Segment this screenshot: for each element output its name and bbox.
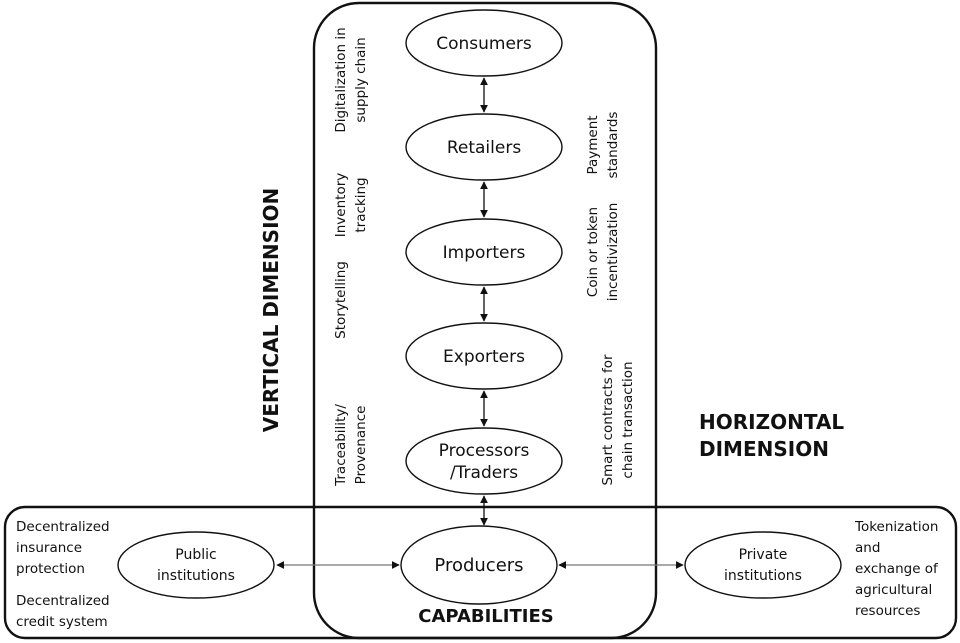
left-capability-credit-line: Decentralized — [16, 593, 110, 609]
node-processors-traders-label: /Traders — [450, 463, 518, 483]
vertical-dimension-heading: VERTICAL DIMENSION — [259, 188, 283, 433]
node-processors-traders[interactable]: Processors/Traders — [405, 427, 563, 495]
node-exporters[interactable]: Exporters — [405, 322, 563, 390]
left-label-storytelling: Storytelling — [333, 261, 349, 339]
right-capability-tokenization-line: Tokenization — [854, 519, 938, 535]
right-capability-tokenization-line: and — [855, 540, 880, 556]
public-institutions-node[interactable]: Public institutions — [117, 531, 275, 599]
left-capability-insurance: Decentralized insurance protection — [16, 519, 110, 577]
node-retailers[interactable]: Retailers — [405, 113, 563, 181]
node-consumers-label: Consumers — [436, 34, 532, 54]
left-label-traceability: Traceability/Provenance — [333, 404, 369, 487]
private-institutions-line1: Private — [739, 547, 788, 563]
capabilities-heading: CAPABILITIES — [418, 606, 553, 627]
public-institutions-line1: Public — [175, 547, 216, 563]
node-retailers-label: Retailers — [447, 138, 521, 158]
left-capability-insurance-line: insurance — [16, 540, 82, 556]
right-capability-tokenization-line: resources — [855, 603, 920, 619]
left-label-inventory-line: tracking — [353, 177, 369, 232]
horizontal-dimension-heading-line2: DIMENSION — [699, 437, 829, 461]
private-institutions-node[interactable]: Private institutions — [684, 531, 842, 599]
chain-nodes: ConsumersRetailersImportersExportersProc… — [405, 9, 563, 495]
node-exporters-label: Exporters — [443, 347, 525, 367]
left-label-inventory-line: Inventory — [333, 173, 349, 237]
producers-node[interactable]: Producers — [400, 525, 558, 605]
left-capability-credit: Decentralized credit system — [16, 593, 110, 630]
right-capability-tokenization-line: agricultural — [855, 582, 932, 598]
right-label-coin-token-line: incentivization — [605, 203, 621, 302]
vertical-dimension-box — [312, 1, 658, 640]
left-label-storytelling-line: Storytelling — [333, 261, 349, 339]
left-label-traceability-line: Traceability/ — [333, 404, 349, 487]
node-importers[interactable]: Importers — [405, 218, 563, 286]
left-label-digitalization-line: supply chain — [353, 37, 369, 122]
left-label-digitalization-line: Digitalization in — [333, 27, 349, 132]
producers-label: Producers — [434, 555, 523, 576]
capability-labels: DecentralizedinsuranceprotectionDecentra… — [16, 519, 939, 630]
left-capability-credit-line: credit system — [16, 614, 108, 630]
right-label-payment-line: standards — [605, 112, 621, 179]
horizontal-dimension-heading-line1: HORIZONTAL — [699, 410, 844, 434]
left-label-traceability-line: Provenance — [353, 406, 369, 485]
node-importers-label: Importers — [443, 243, 526, 263]
right-label-smart-contracts-line: chain transaction — [620, 361, 636, 478]
left-capability-insurance-line: protection — [16, 561, 85, 577]
node-consumers[interactable]: Consumers — [405, 9, 563, 77]
public-institutions-line2: institutions — [157, 568, 235, 584]
right-label-payment-line: Payment — [585, 115, 601, 174]
right-label-coin-token-line: Coin or token — [585, 207, 601, 297]
right-label-smart-contracts-line: Smart contracts for — [600, 354, 616, 486]
right-capability-tokenization-line: exchange of — [855, 561, 939, 577]
node-processors-traders-label: Processors — [439, 441, 530, 461]
right-capability-tokenization: Tokenization and exchange of agricultural re… — [854, 519, 939, 619]
left-capability-insurance-line: Decentralized — [16, 519, 110, 535]
private-institutions-line2: institutions — [724, 568, 802, 584]
